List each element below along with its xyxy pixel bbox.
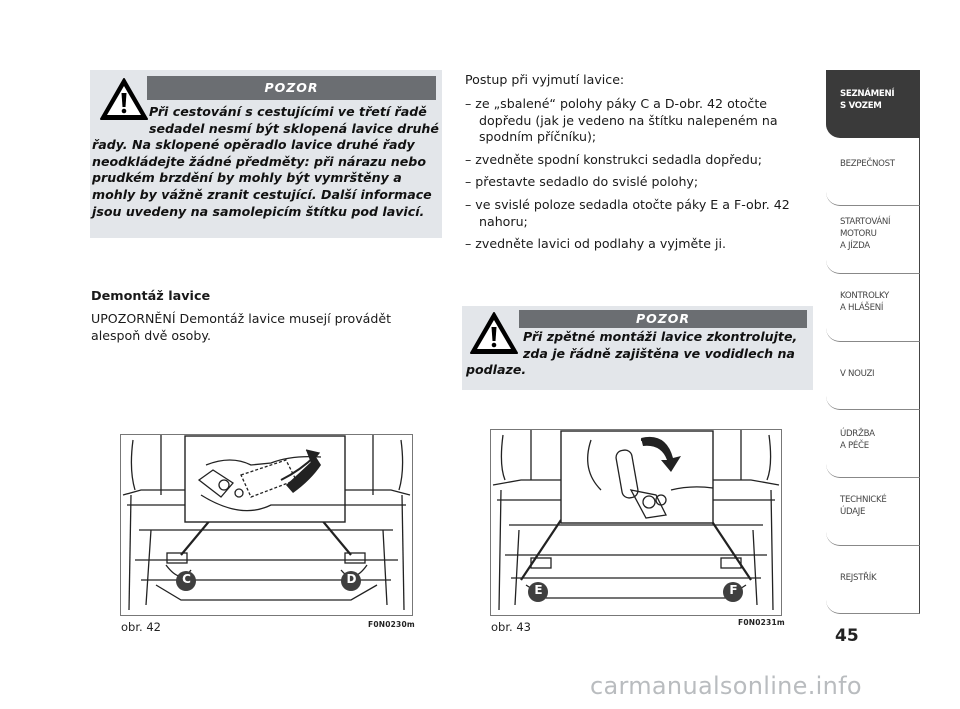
- chapter-tabs: SEZNÁMENÍ S VOZEM BEZPEČNOST STARTOVÁNÍ …: [826, 70, 920, 614]
- warning-triangle-icon: [470, 312, 518, 354]
- figure-43-illustration: E F: [490, 429, 782, 616]
- procedure-step: – přestavte sedadlo do svislé polohy;: [465, 174, 699, 190]
- tab-label: KONTROLKY A HLÁŠENÍ: [840, 291, 890, 313]
- warning-box-seat-fold: POZOR Při cestování s cestujícími ve tře…: [90, 70, 442, 238]
- procedure-steps: – ze „sbalené“ polohy páky C a D-obr. 42…: [465, 96, 805, 259]
- warning-text-line: Při cestování s cestujícími ve třetí řad…: [149, 104, 427, 119]
- warning-text-line: sedadel nesmí být sklopená lavice druhé: [149, 120, 439, 136]
- tab-label: BEZPEČNOST: [840, 159, 895, 169]
- callout-label-c: C: [182, 572, 191, 586]
- section-paragraph: UPOZORNĚNÍ Demontáž lavice musejí provád…: [91, 311, 392, 343]
- warning-text: Při cestování s cestujícími ve třetí řad…: [92, 104, 440, 220]
- tab-rejstrik[interactable]: REJSTŘÍK: [826, 546, 920, 614]
- warning-header: POZOR: [147, 76, 436, 100]
- tab-technicke-udaje[interactable]: TECHNICKÉ ÚDAJE: [826, 478, 920, 546]
- section-heading: Demontáž lavice: [91, 289, 211, 304]
- tab-label: STARTOVÁNÍ MOTORU A JÍZDA: [840, 217, 891, 251]
- seat-frame-drawing: [122, 435, 411, 611]
- tab-bezpecnost[interactable]: BEZPEČNOST: [826, 138, 920, 206]
- procedure-step: – ze „sbalené“ polohy páky C a D-obr. 42…: [465, 96, 778, 145]
- tab-label: REJSTŘÍK: [840, 573, 877, 583]
- tab-udrzba[interactable]: ÚDRŽBA A PÉČE: [826, 410, 920, 478]
- tab-label: V NOUZI: [840, 369, 875, 379]
- seat-frame-drawing: [492, 430, 780, 611]
- callout-label-f: F: [729, 583, 738, 597]
- figure-42-caption: obr. 42: [121, 620, 161, 634]
- warning-text-body: podlaze.: [466, 362, 527, 378]
- procedure-intro: Postup při vyjmutí lavice:: [465, 72, 625, 87]
- warning-box-reinstall: POZOR Při zpětné montáži lavice zkontrol…: [462, 306, 813, 390]
- callout-label-d: D: [346, 572, 357, 586]
- figure-42-code: F0N0230m: [368, 620, 415, 629]
- warning-text-line: zda je řádně zajištěna ve vodidlech na: [523, 345, 795, 361]
- tab-startovani-motoru[interactable]: STARTOVÁNÍ MOTORU A JÍZDA: [826, 206, 920, 274]
- warning-text: Při zpětné montáži lavice zkontrolujte, …: [466, 329, 811, 379]
- figure-43-code: F0N0231m: [738, 618, 785, 627]
- tab-label: SEZNÁMENÍ S VOZEM: [840, 89, 895, 111]
- tab-kontrolky[interactable]: KONTROLKY A HLÁŠENÍ: [826, 274, 920, 342]
- procedure-step: – zvedněte lavici od podlahy a vyjměte j…: [465, 236, 727, 252]
- tab-v-nouzi[interactable]: V NOUZI: [826, 342, 920, 410]
- warning-header: POZOR: [519, 310, 807, 328]
- figure-43-caption: obr. 43: [491, 620, 531, 634]
- warning-text-body: řady. Na sklopené opěradlo lavice druhé …: [92, 137, 432, 219]
- procedure-step: – ve svislé poloze sedadla otočte páky E…: [465, 196, 790, 229]
- watermark: carmanualsonline.info: [590, 672, 862, 700]
- procedure-step: – zvedněte spodní konstrukci sedadla dop…: [465, 151, 762, 167]
- figure-42-illustration: C D: [120, 434, 413, 616]
- tab-label: TECHNICKÉ ÚDAJE: [840, 495, 887, 517]
- tab-seznameni-s-vozem[interactable]: SEZNÁMENÍ S VOZEM: [826, 70, 920, 138]
- page-number: 45: [835, 626, 859, 646]
- callout-label-e: E: [534, 583, 543, 597]
- warning-text-line: Při zpětné montáži lavice zkontrolujte,: [523, 329, 798, 344]
- tab-label: ÚDRŽBA A PÉČE: [840, 429, 875, 451]
- warning-triangle-icon: [100, 78, 148, 120]
